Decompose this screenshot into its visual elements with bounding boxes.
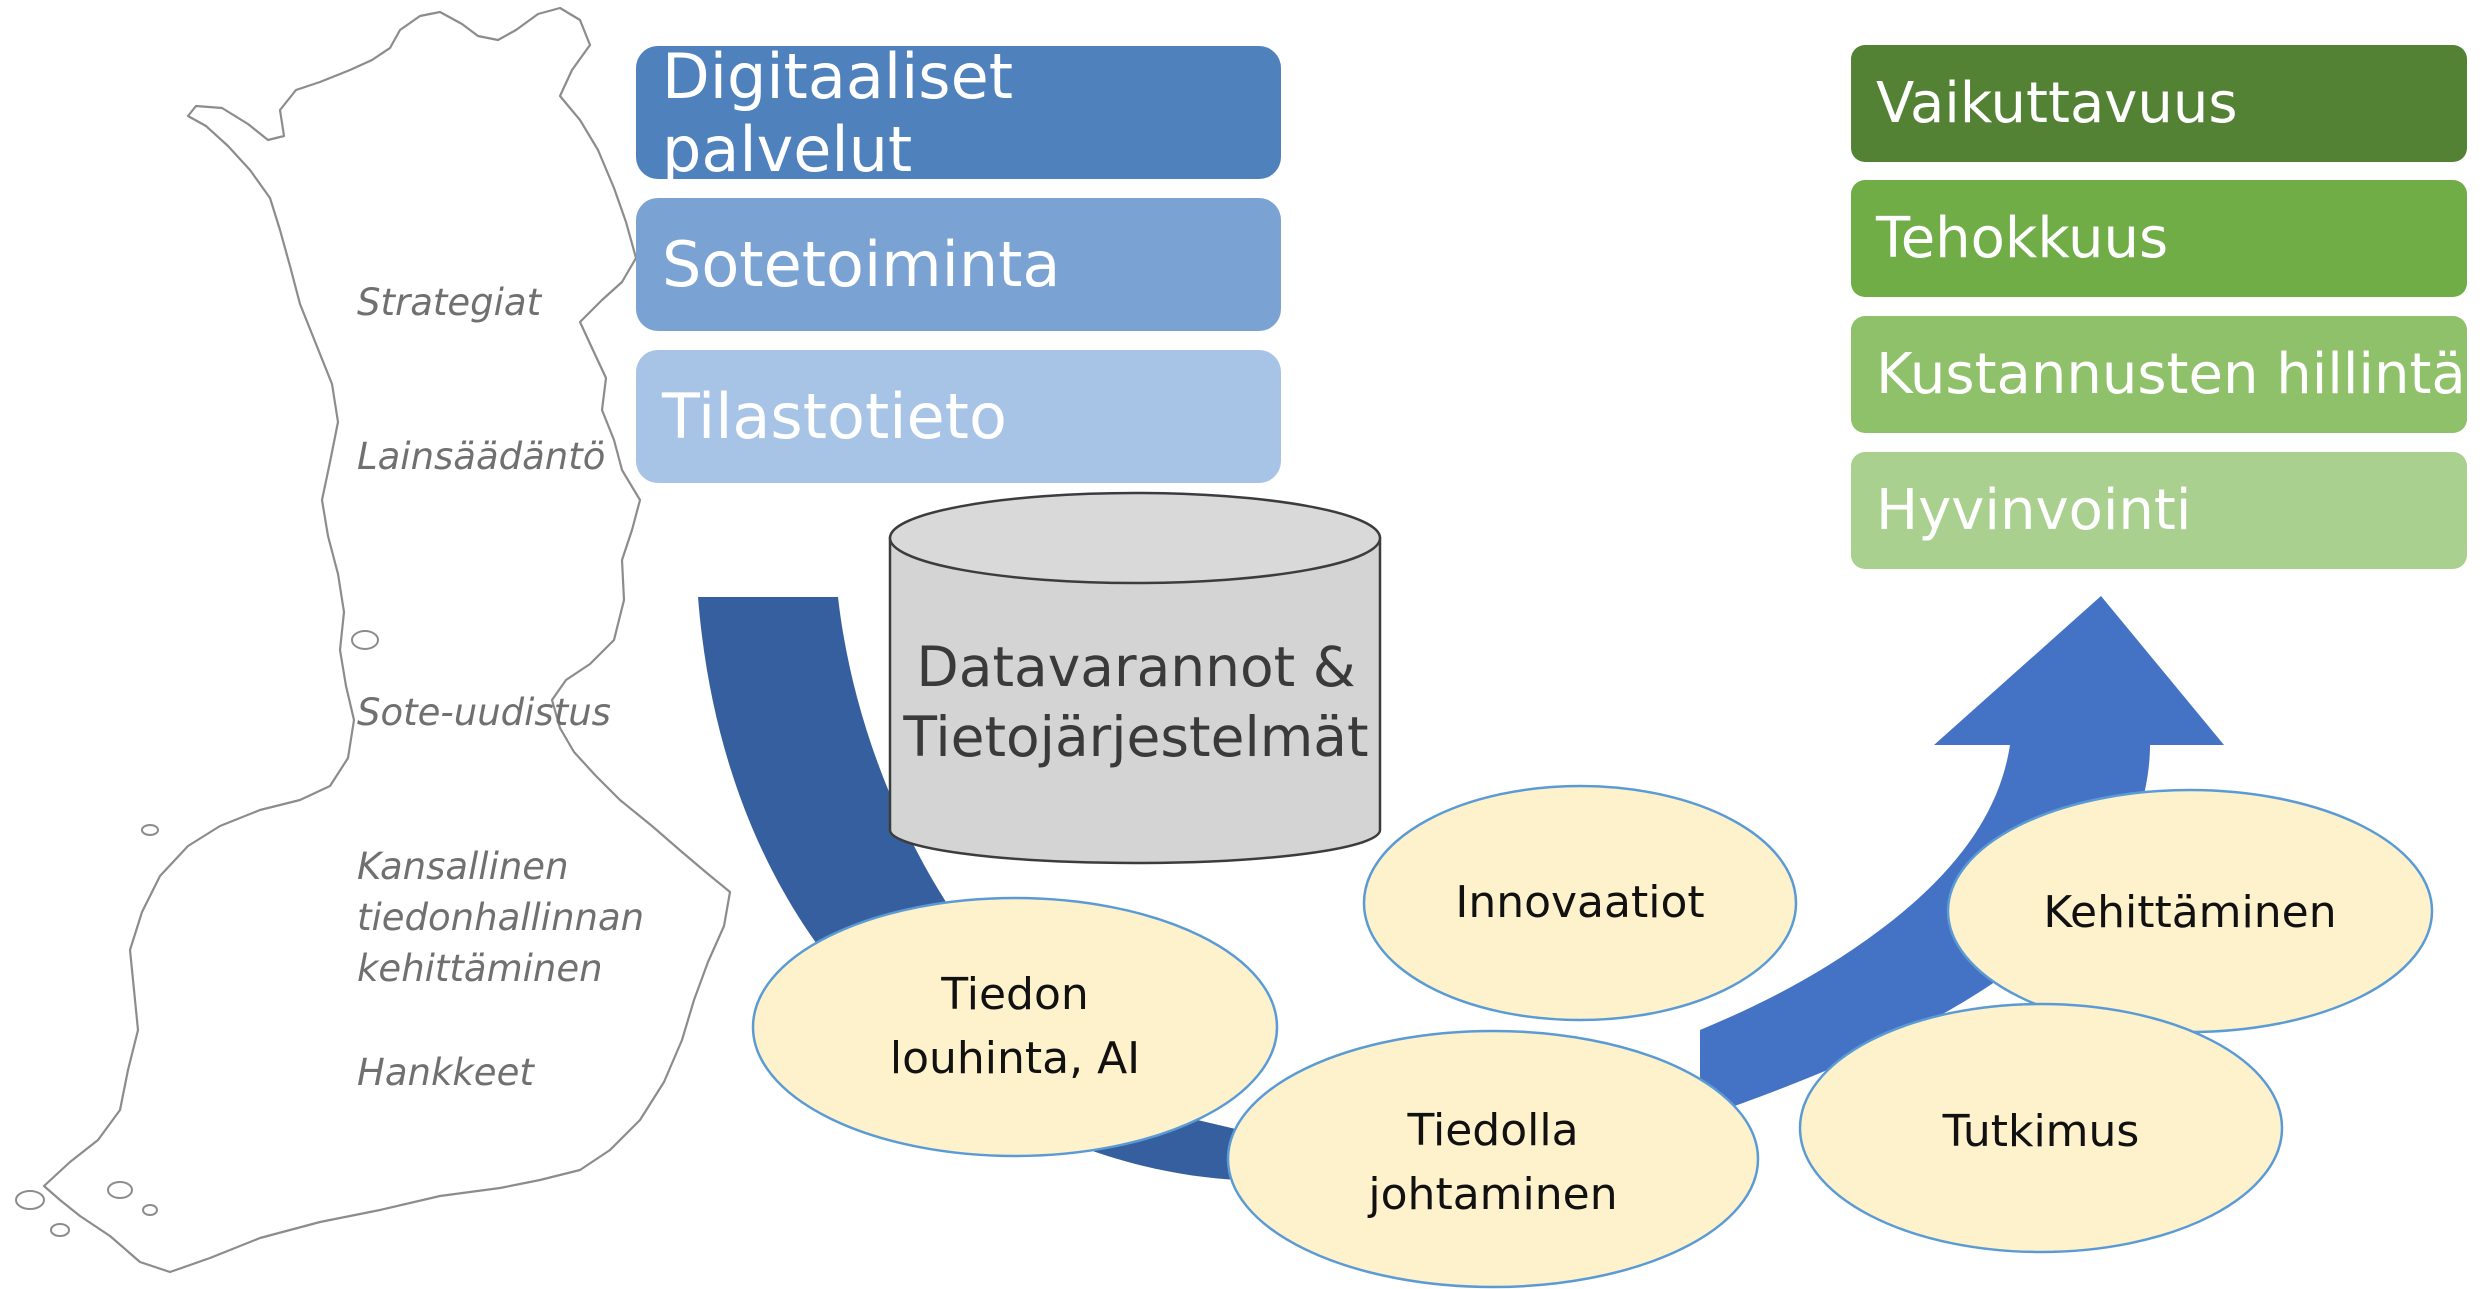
island-shape [15,1190,45,1210]
label-line: louhinta, AI [889,1033,1141,1084]
box-label: Tehokkuus [1876,206,2169,271]
database-cylinder-top [888,491,1382,585]
box-tilastotieto: Tilastotieto [636,350,1281,483]
database-label-line1: Datavarannot & [916,635,1356,699]
island-shape [50,1223,70,1237]
map-label-sote-uudistus: Sote-uudistus [357,691,611,734]
map-label-line: kehittäminen [357,947,603,990]
box-label: Hyvinvointi [1876,478,2192,543]
left-curved-flow-band [698,597,1240,1180]
box-sotetoiminta: Sotetoiminta [636,198,1281,331]
label-kehittaminen: Kehittäminen [2043,887,2337,938]
database-label: Datavarannot & Tietojärjestelmät [903,632,1368,772]
ellipse-innovaatiot [1362,784,1798,1022]
box-label: Sotetoiminta [662,228,1061,301]
box-label: Vaikuttavuus [1876,71,2238,136]
ellipse-tiedon-louhinta [751,896,1279,1158]
label-line: Tiedon [941,969,1089,1020]
database-label-line2: Tietojärjestelmät [903,705,1369,769]
ellipse-tiedolla-johtaminen [1226,1029,1760,1289]
label-tiedon-louhinta: Tiedon louhinta, AI [890,963,1140,1091]
map-label-line: tiedonhallinnan [357,896,645,939]
box-tehokkuus: Tehokkuus [1851,180,2467,297]
map-label-kansallinen-tiedonhallinta: Kansallinen tiedonhallinnan kehittäminen [357,841,644,994]
box-label: Tilastotieto [662,380,1007,453]
island-shape [142,1204,158,1216]
box-kustannusten-hillinta: Kustannusten hillintä [1851,316,2467,433]
label-innovaatiot: Innovaatiot [1455,877,1705,928]
box-label: Kustannusten hillintä [1876,342,2466,407]
map-label-line: Kansallinen [357,845,569,888]
label-tiedolla-johtaminen: Tiedolla johtaminen [1368,1099,1617,1227]
finland-map-outline [42,6,732,1274]
lake-shape [351,630,379,650]
box-vaikuttavuus: Vaikuttavuus [1851,45,2467,162]
box-hyvinvointi: Hyvinvointi [1851,452,2467,569]
island-shape [141,824,159,836]
label-line: Tiedolla [1407,1105,1579,1156]
label-tutkimus: Tutkimus [1942,1106,2140,1157]
box-digitaaliset-palvelut: Digitaaliset palvelut [636,40,1281,186]
database-cylinder-body [888,536,1382,865]
map-label-strategiat: Strategiat [357,281,542,324]
ellipse-tutkimus [1798,1002,2284,1254]
label-line: johtaminen [1368,1169,1618,1220]
map-label-hankkeet: Hankkeet [357,1051,534,1094]
island-shape [107,1181,133,1199]
map-label-lainsaadanto: Lainsäädäntö [357,435,606,478]
right-curved-flow-arrow [1700,596,2224,1118]
box-label: Digitaaliset palvelut [662,39,1014,186]
